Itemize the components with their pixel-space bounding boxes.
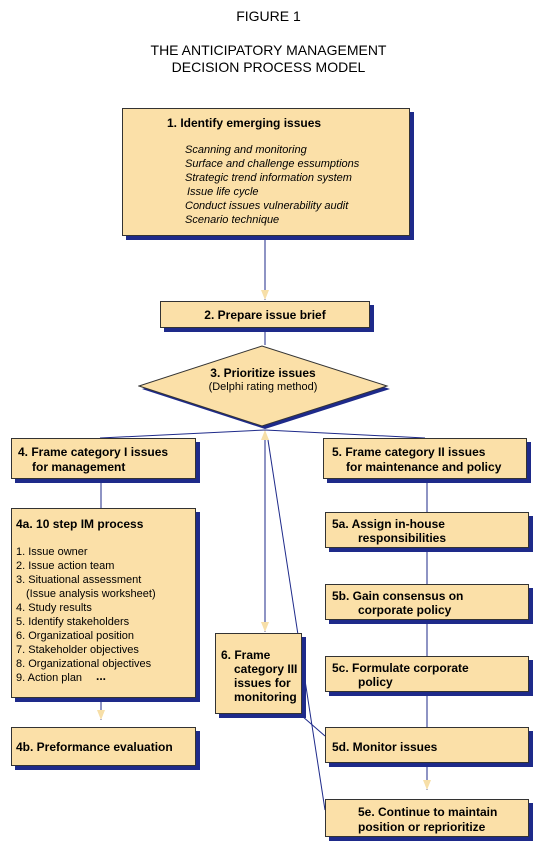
step-1-item: Strategic trend information system [185, 172, 352, 184]
arrowhead-2 [261, 290, 269, 300]
figure-label: FIGURE 1 [236, 8, 301, 24]
step-5c-line1: 5c. Formulate corporate [332, 661, 469, 675]
step-4a-item: 5. Identify stakeholders [16, 616, 130, 628]
step-2-label: 2. Prepare issue brief [204, 308, 326, 322]
step-2-box: 2. Prepare issue brief [160, 301, 370, 328]
step-4a-item: 1. Issue owner [16, 546, 88, 558]
line-6-to-5d [301, 715, 326, 737]
step-1-title: 1. Identify emerging issues [167, 116, 322, 130]
step-5a-line2: responsibilities [358, 531, 447, 545]
step-5b-line1: 5b. Gain consensus on [332, 589, 464, 603]
step-4a-item: 2. Issue action team [16, 560, 115, 572]
step-4b-box: 4b. Preformance evaluation [11, 727, 196, 766]
step-5d-label: 5d. Monitor issues [332, 740, 438, 754]
step-5c-line2: policy [358, 675, 393, 689]
step-5e-line1: 5e. Continue to maintain [358, 805, 498, 819]
diagram-title-line1: THE ANTICIPATORY MANAGEMENT [150, 42, 387, 58]
step-1-item: Issue life cycle [187, 186, 259, 198]
step-6-line3: issues for [234, 676, 291, 690]
step-6-line4: monitoring [234, 690, 297, 704]
step-4a-item: 3. Situational assessment [16, 574, 142, 586]
step-3-title: 3. Prioritize issues [210, 366, 316, 380]
arrowhead-5e [423, 780, 431, 790]
line-3-to-5 [264, 429, 426, 439]
step-4a-item: 9. Action plan [16, 672, 83, 684]
step-4b-label: 4b. Preformance evaluation [16, 740, 173, 754]
step-5e-box: 5e. Continue to maintain position or rep… [325, 799, 529, 837]
step-3-subtitle: (Delphi rating method) [208, 381, 318, 393]
line-5e-to-3 [267, 439, 326, 811]
step-1-item: Surface and challenge essumptions [185, 158, 360, 170]
step-5b-box: 5b. Gain consensus on corporate policy [325, 584, 529, 620]
step-5c-box: 5c. Formulate corporate policy [325, 656, 529, 692]
step-3-diamond [138, 345, 390, 429]
step-5-line1: 5. Frame category II issues [332, 445, 486, 459]
step-1-item: Scanning and monitoring [185, 144, 307, 156]
step-4a-more: ... [96, 669, 107, 683]
step-4a-item: (Issue analysis worksheet) [26, 588, 156, 600]
line-3-to-4 [99, 429, 266, 439]
step-6-line2: category III [234, 662, 298, 676]
step-4a-item: 4. Study results [16, 602, 92, 614]
step-6-box: 6. Frame category III issues for monitor… [215, 633, 302, 714]
step-4-box: 4. Frame category I issues for managemen… [11, 438, 196, 479]
diagram-title-line2: DECISION PROCESS MODEL [171, 59, 366, 75]
step-5b-line2: corporate policy [358, 603, 452, 617]
step-1-item: Conduct issues vulnerability audit [185, 200, 349, 212]
arrowhead-3-return [261, 430, 269, 440]
step-4-line1: 4. Frame category I issues [18, 445, 169, 459]
step-1-item: Scenario technique [185, 214, 280, 226]
step-5d-box: 5d. Monitor issues [325, 727, 529, 763]
step-4a-item: 7. Stakeholder objectives [16, 644, 139, 656]
step-5-box: 5. Frame category II issues for maintena… [323, 438, 527, 479]
step-4a-item: 6. Organizatioal position [16, 630, 135, 642]
step-5e-line2: position or reprioritize [358, 820, 486, 834]
step-6-line1: 6. Frame [221, 648, 271, 662]
step-5a-box: 5a. Assign in-house responsibilities [325, 512, 529, 548]
step-1-box: 1. Identify emerging issues Scanning and… [122, 108, 410, 236]
step-4a-item: 8. Organizational objectives [16, 658, 152, 670]
step-4a-title: 4a. 10 step IM process [16, 517, 144, 531]
step-5a-line1: 5a. Assign in-house [332, 517, 445, 531]
step-5-line2: for maintenance and policy [346, 460, 502, 474]
arrowhead-6 [261, 622, 269, 632]
step-4-line2: for management [32, 460, 126, 474]
step-4a-box: 4a. 10 step IM process 1. Issue owner 2.… [11, 508, 196, 698]
arrowhead-4b [97, 710, 105, 720]
